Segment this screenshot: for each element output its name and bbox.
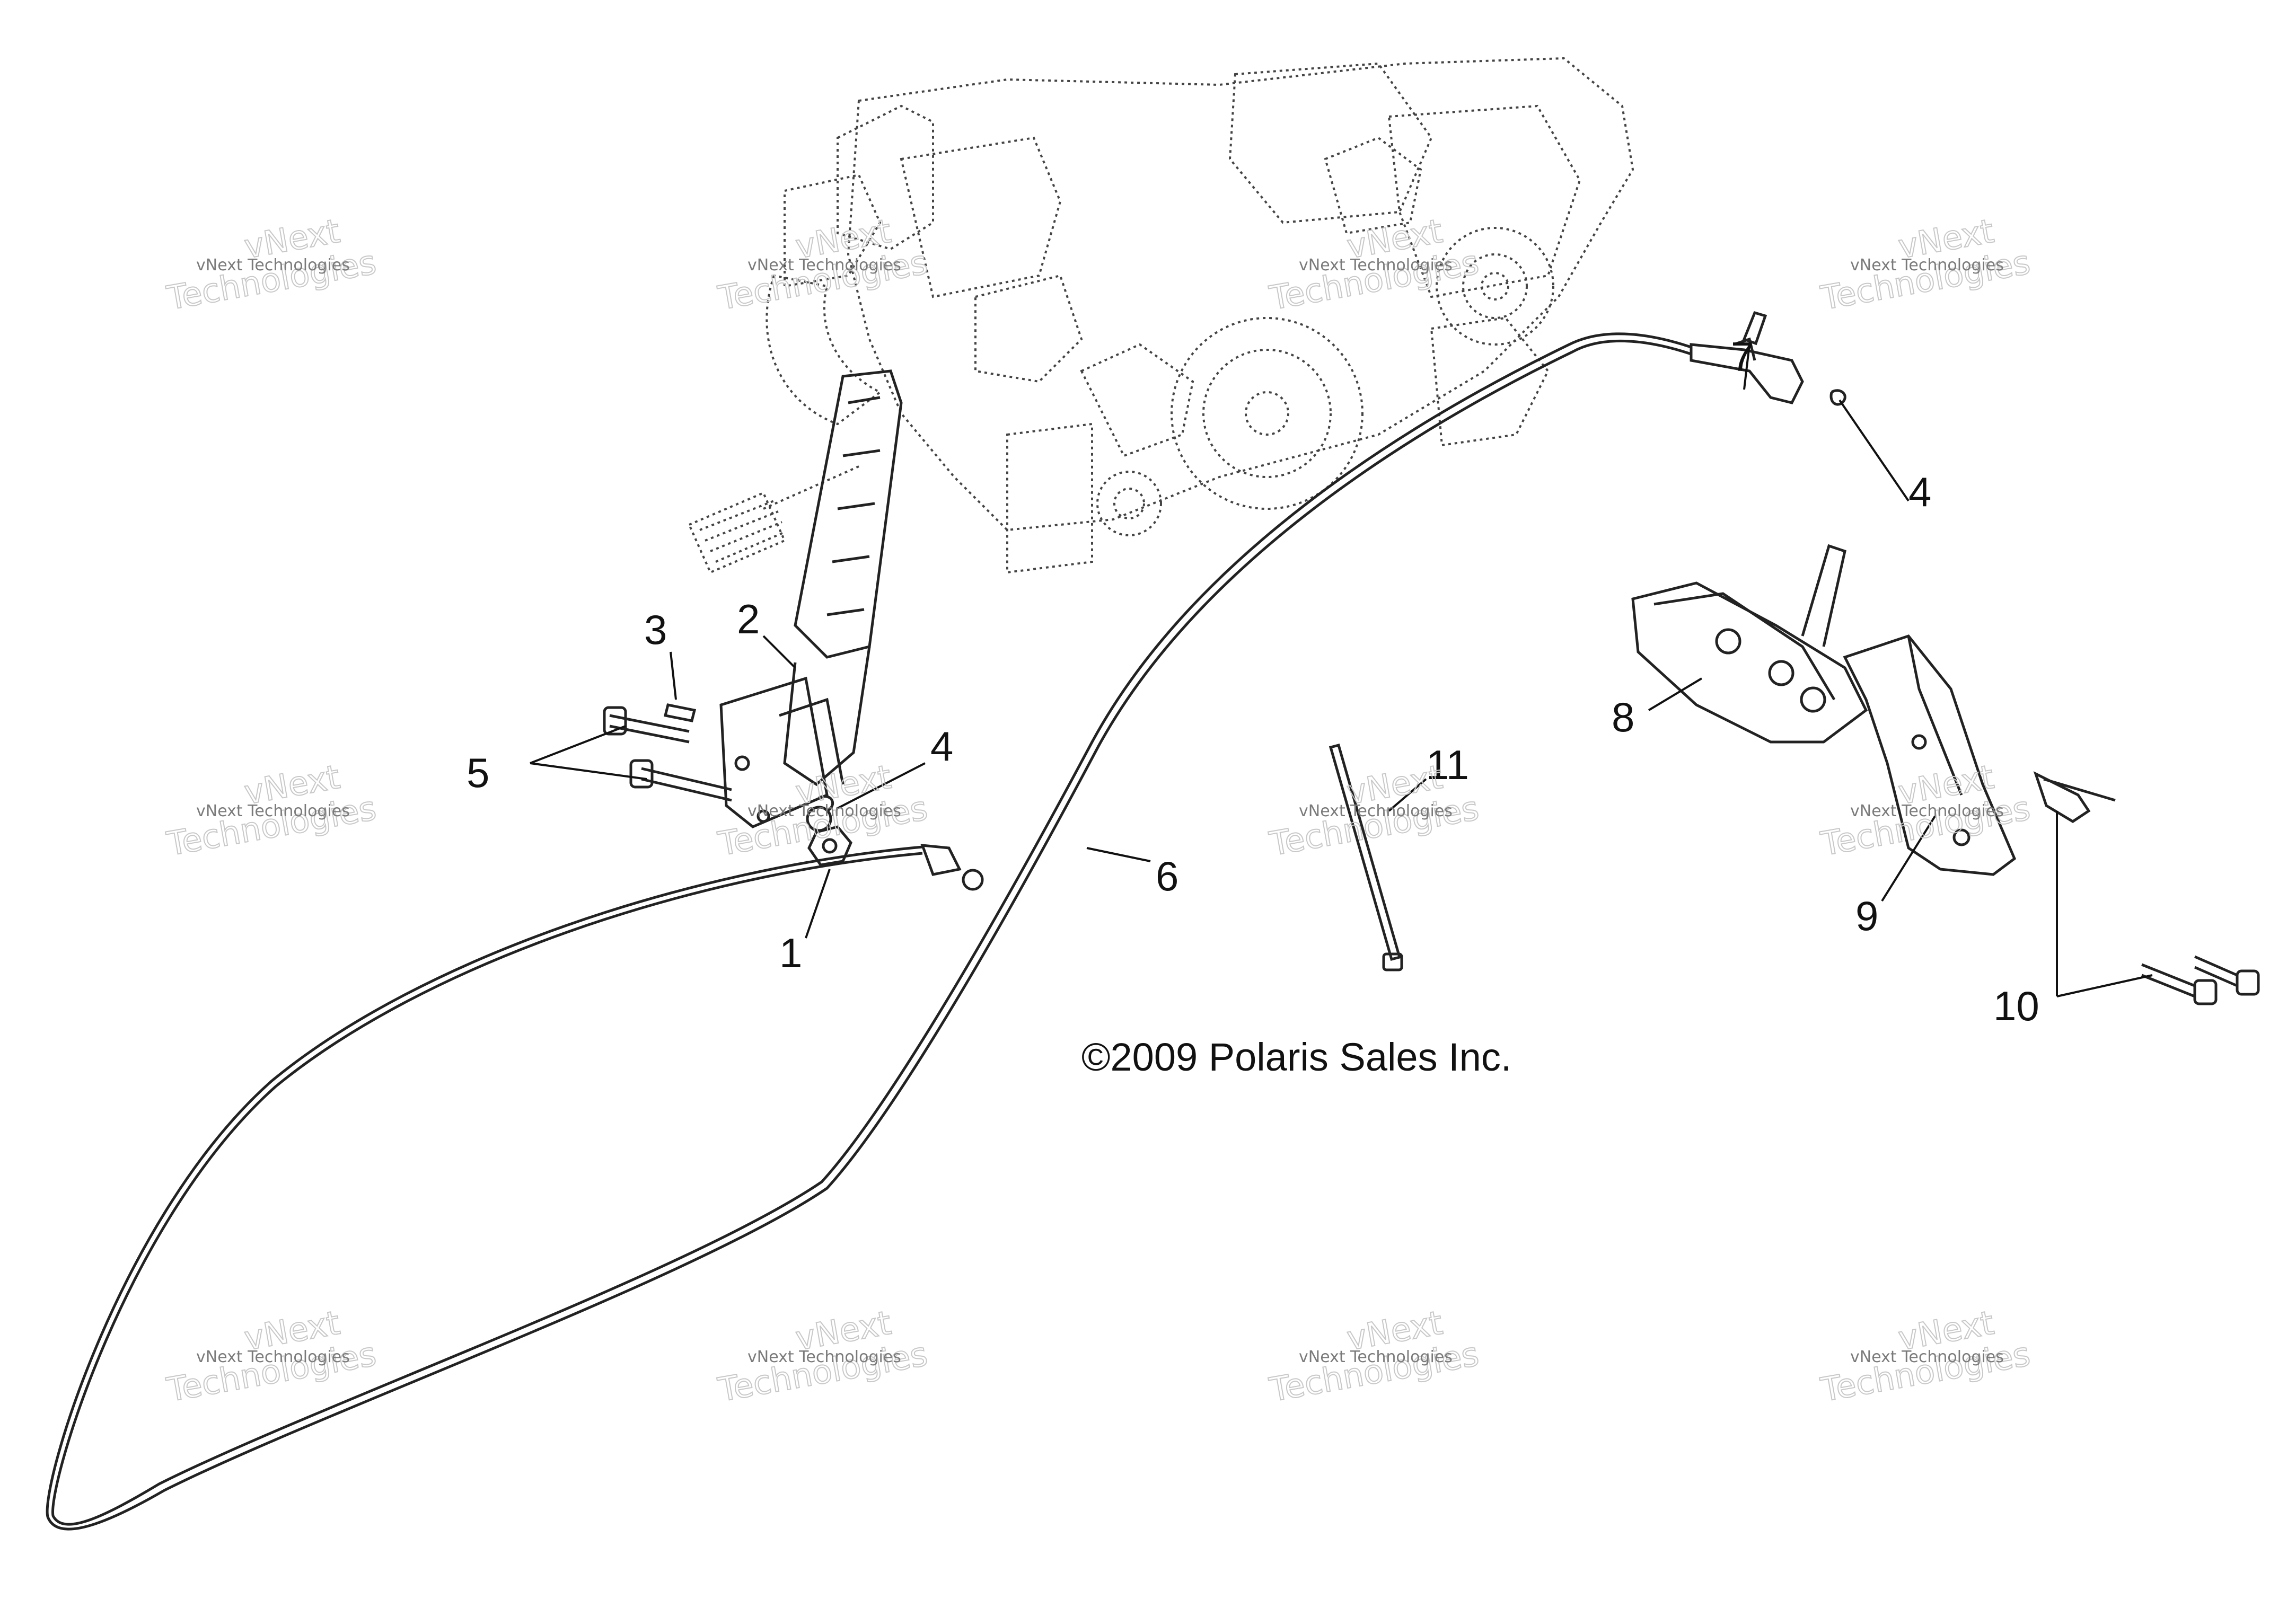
- callout-1: 1: [779, 930, 802, 976]
- callout-3: 3: [644, 606, 667, 653]
- callout-labels: 1 2 3 4 4 5 6 7 8 9 10 11: [467, 333, 2039, 1029]
- watermark-r2c4: vNext Technologies vNext Technologies: [1817, 757, 2034, 864]
- svg-text:vNext Technologies: vNext Technologies: [1299, 256, 1453, 275]
- svg-text:vNext Technologies: vNext Technologies: [747, 1348, 901, 1366]
- callout-10: 10: [1993, 983, 2039, 1029]
- callout-2: 2: [737, 596, 760, 642]
- callout-5: 5: [467, 749, 489, 796]
- callout-9: 9: [1855, 893, 1878, 939]
- callout-4-right: 4: [1908, 469, 1931, 515]
- svg-text:vNext Technologies: vNext Technologies: [196, 802, 350, 820]
- watermarks: vNext Technologies vNext Technologies vN…: [163, 211, 2034, 1410]
- watermark-r1c3: vNext Technologies vNext Technologies: [1266, 211, 1482, 318]
- watermark-r3c2: vNext Technologies vNext Technologies: [715, 1303, 931, 1410]
- callout-6: 6: [1156, 853, 1178, 899]
- svg-text:vNext Technologies: vNext Technologies: [1299, 1348, 1453, 1366]
- callout-11: 11: [1426, 741, 1469, 788]
- brake-cable: [46, 332, 1804, 1531]
- svg-text:vNext Technologies: vNext Technologies: [1850, 256, 2004, 275]
- svg-text:vNext Technologies: vNext Technologies: [196, 1348, 350, 1366]
- watermark-r2c1: vNext Technologies vNext Technologies: [163, 757, 380, 864]
- svg-text:vNext Technologies: vNext Technologies: [1299, 802, 1453, 820]
- svg-text:vNext Technologies: vNext Technologies: [1850, 1348, 2004, 1366]
- cable-tie: [1329, 743, 1403, 971]
- watermark-r1c2: vNext Technologies vNext Technologies: [715, 211, 931, 318]
- watermark-r3c1: vNext Technologies vNext Technologies: [163, 1303, 380, 1410]
- callout-4-left: 4: [930, 723, 953, 770]
- watermark-r3c3: vNext Technologies vNext Technologies: [1266, 1303, 1482, 1410]
- watermark-r1c4: vNext Technologies vNext Technologies: [1817, 211, 2034, 318]
- svg-text:vNext Technologies: vNext Technologies: [747, 256, 901, 275]
- svg-text:vNext Technologies: vNext Technologies: [1850, 802, 2004, 820]
- brake-lever-assembly: [603, 369, 903, 832]
- svg-text:vNext Technologies: vNext Technologies: [196, 256, 350, 275]
- svg-text:vNext Technologies: vNext Technologies: [747, 802, 901, 820]
- callout-8: 8: [1612, 694, 1634, 740]
- watermark-r1c1: vNext Technologies vNext Technologies: [163, 211, 380, 318]
- watermark-r3c4: vNext Technologies vNext Technologies: [1817, 1303, 2034, 1410]
- brake-switch-assembly: [1631, 311, 2260, 1005]
- leader-lines: [530, 344, 2153, 997]
- copyright-text: ©2009 Polaris Sales Inc.: [1081, 1035, 1511, 1079]
- engine-transmission-assembly: [688, 57, 1634, 574]
- callout-7: 7: [1731, 333, 1754, 380]
